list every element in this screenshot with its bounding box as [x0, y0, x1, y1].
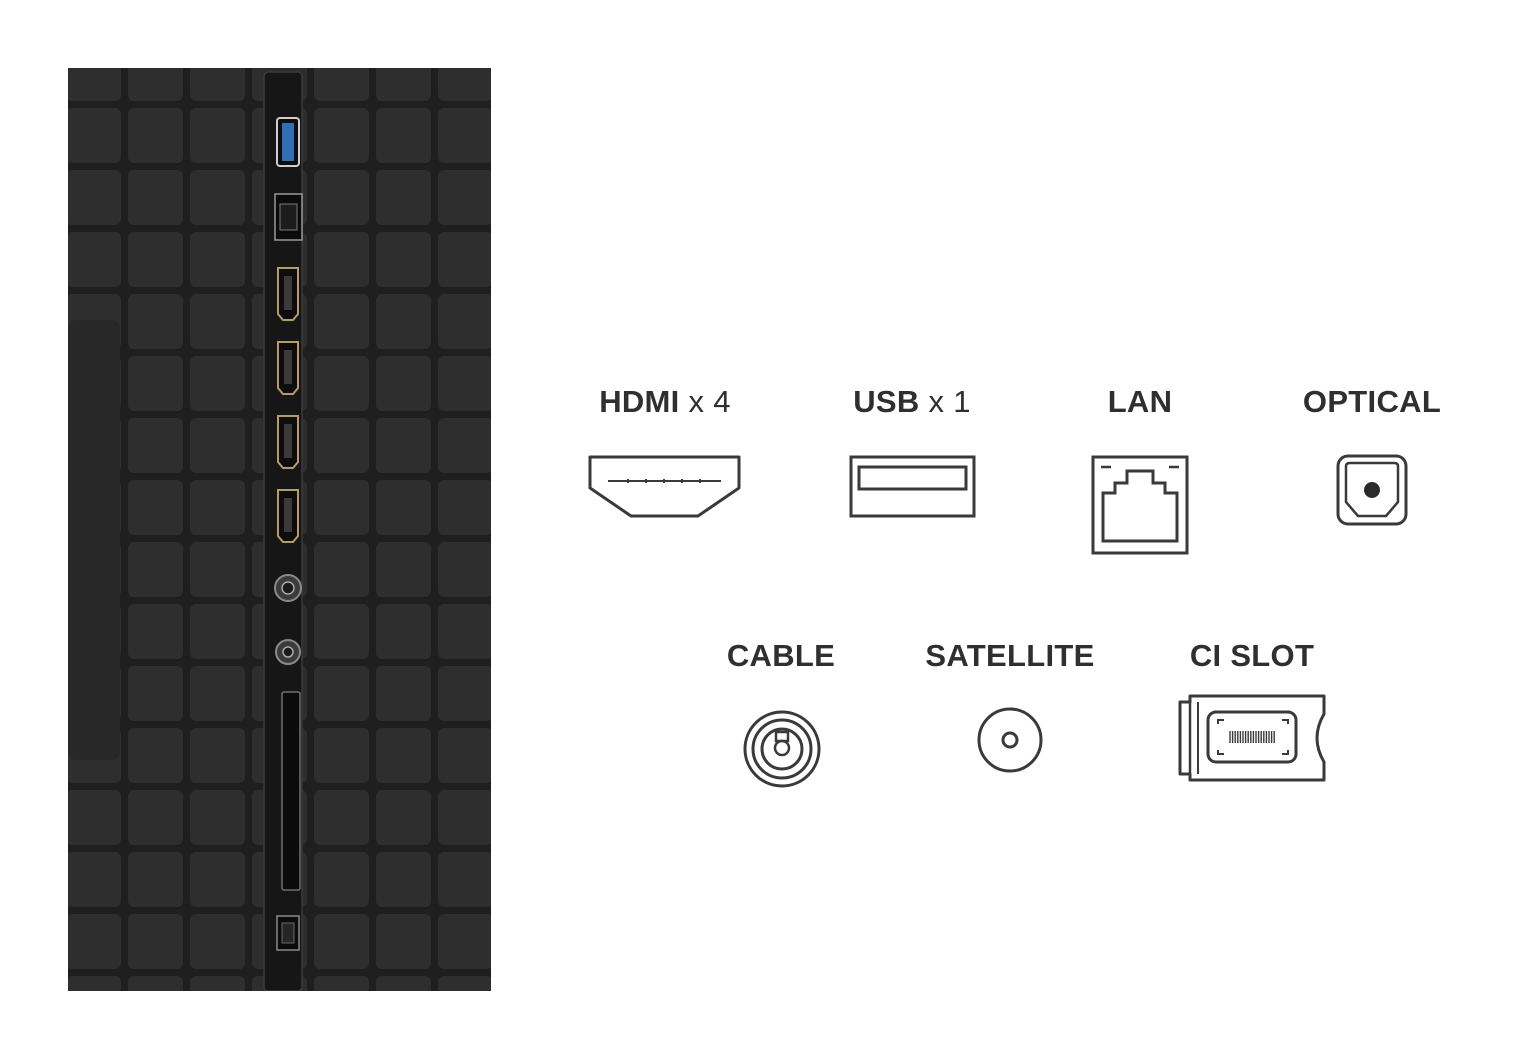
- panel-usb-port: [276, 117, 300, 167]
- satellite-label: SATELLITE: [925, 638, 1095, 673]
- port-item-usb: USB x 1: [822, 384, 1002, 420]
- usb-port-icon: [849, 455, 976, 518]
- panel-cable-port: [274, 574, 302, 602]
- hdmi-port-icon: [588, 455, 741, 518]
- coaxial-port-icon: [743, 710, 821, 788]
- hdmi-label: HDMI x 4: [599, 384, 731, 419]
- ethernet-port-icon: [1091, 455, 1189, 555]
- port-item-cable: CABLE: [691, 638, 871, 674]
- optical-label: OPTICAL: [1302, 384, 1442, 419]
- tv-rear-panel-illustration: [68, 68, 491, 991]
- port-item-optical: OPTICAL: [1282, 384, 1462, 420]
- satellite-port-icon: [976, 706, 1044, 774]
- port-item-lan: LAN: [1050, 384, 1230, 420]
- panel-satellite-port: [275, 639, 301, 665]
- port-item-hdmi: HDMI x 4: [575, 384, 755, 420]
- rear-recess: [68, 320, 120, 760]
- panel-ci-slot: [281, 691, 301, 891]
- ci-slot-icon: [1178, 694, 1328, 784]
- panel-hdmi-ports: [277, 267, 299, 543]
- optical-port-icon: [1336, 454, 1408, 526]
- lan-label: LAN: [1107, 384, 1173, 419]
- port-item-ci-slot: CI SLOT: [1162, 638, 1342, 674]
- ci-slot-label: CI SLOT: [1189, 638, 1315, 673]
- tv-rear-panel: [68, 68, 491, 991]
- port-item-satellite: SATELLITE: [905, 638, 1115, 674]
- panel-lan-port: [274, 193, 303, 241]
- panel-optical-port: [276, 915, 300, 951]
- usb-label: USB x 1: [853, 384, 971, 419]
- cable-label: CABLE: [726, 638, 836, 673]
